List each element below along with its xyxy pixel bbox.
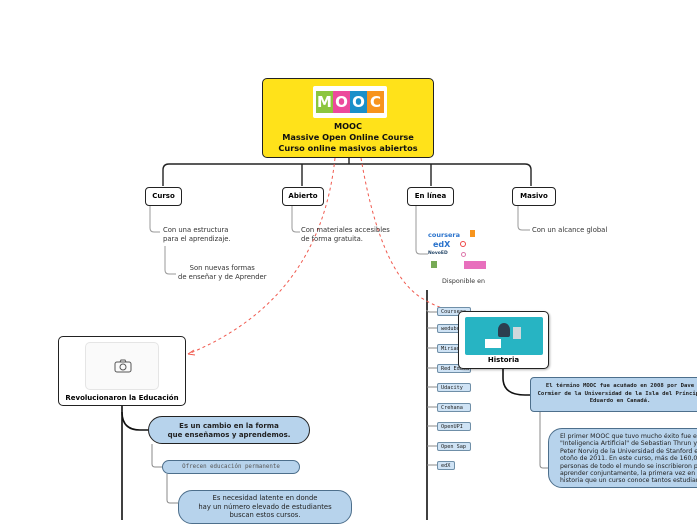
diploma-icon — [485, 339, 501, 348]
novoed-logo: NovoED — [428, 251, 448, 256]
logo-letter: O — [333, 91, 350, 113]
image-placeholder — [85, 342, 159, 390]
necesidad-latente-node[interactable]: Es necesidad latente en donde hay un núm… — [178, 490, 352, 524]
note-materiales: Con materiales accesibles de forma gratu… — [301, 226, 390, 243]
branch-masivo[interactable]: Masivo — [512, 187, 556, 206]
graduate-illustration — [465, 317, 543, 355]
canvas-logo — [460, 241, 466, 247]
caption-disponible: Disponible en — [442, 278, 485, 285]
platform-openupi[interactable]: OpenUPI — [437, 422, 471, 431]
root-title: MOOC — [333, 121, 363, 131]
iversity-logo — [464, 261, 486, 269]
branch-curso[interactable]: Curso — [145, 187, 182, 206]
logo-letter: C — [367, 91, 384, 113]
coursera-logo: coursera — [428, 231, 461, 239]
branch-abierto[interactable]: Abierto — [282, 187, 324, 206]
historia-node[interactable]: Historia — [458, 311, 549, 369]
platform-logos: coursera edX NovoED — [428, 229, 490, 271]
logo-letter: O — [350, 91, 367, 113]
platform-udacity[interactable]: Udacity — [437, 383, 471, 392]
platform-edx[interactable]: edX — [437, 461, 455, 470]
cambio-forma-node[interactable]: Es un cambio en la forma que enseñamos y… — [148, 416, 310, 444]
revolucion-node[interactable]: Revolucionaron la Educación — [58, 336, 186, 406]
platform-open-sap[interactable]: Open Sap — [437, 442, 471, 451]
historia-term-note: El término MOOC fue acuñado en 2008 por … — [530, 377, 697, 412]
root-subtitle-en: Massive Open Online Course — [282, 132, 414, 142]
platform-crehana[interactable]: Crehana — [437, 403, 471, 412]
graduate-icon — [498, 323, 510, 337]
note-alcance: Con un alcance global — [532, 226, 608, 234]
root-node-mooc[interactable]: M O O C MOOC Massive Open Online Course … — [262, 78, 434, 158]
branch-en-linea[interactable]: En línea — [407, 187, 454, 206]
historia-title: Historia — [487, 356, 520, 364]
logo-letter: M — [316, 91, 333, 113]
root-subtitle-es: Curso online masivos abiertos — [278, 143, 418, 153]
camera-icon — [114, 359, 132, 373]
udacity-logo — [470, 230, 475, 237]
revolucion-title: Revolucionaron la Educación — [65, 394, 179, 402]
note-nuevas-formas: Son nuevas formas de enseñar y de Aprend… — [178, 264, 267, 281]
edx-logo: edX — [433, 240, 451, 249]
udemy-logo — [461, 252, 466, 257]
mooc-logo: M O O C — [313, 86, 387, 118]
educacion-permanente-node[interactable]: Ofrecen educación permanente — [162, 460, 300, 474]
historia-first-mooc-note: El primer MOOC que tuvo mucho éxito fue … — [548, 428, 697, 488]
note-estructura: Con una estructura para el aprendizaje. — [163, 226, 231, 243]
device-icon — [513, 327, 521, 339]
open2study-logo — [431, 261, 437, 268]
